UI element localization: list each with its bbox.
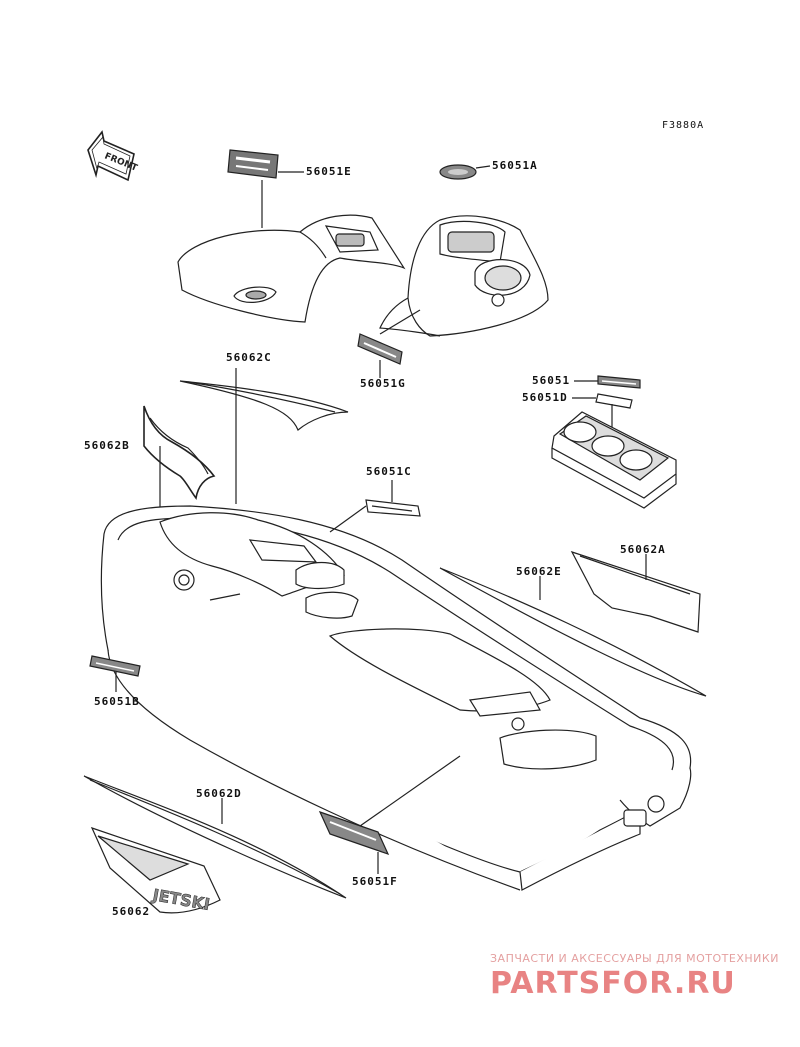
decal-56051b-icon [89,655,141,677]
decal-56062a-icon [570,550,701,633]
hull-leader [209,593,241,601]
label-56051: 56051 [532,374,571,387]
label-56062c: 56062C [226,351,272,364]
decal-56051-icon [597,375,641,389]
label-56051a: 56051A [492,159,538,172]
label-56062d: 56062D [196,787,242,800]
label-56051e: 56051E [306,165,352,178]
label-56051f: 56051F [352,875,398,888]
label-56051d: 56051D [522,391,568,404]
front-arrow-icon [87,130,135,182]
decal-56051f-icon [318,810,390,856]
leader-56051c-hull [329,505,367,533]
decal-56051d-icon [595,393,633,409]
handlebar-cowl [379,215,549,337]
label-56051c: 56051C [366,465,412,478]
stripe-56062d-icon [83,775,347,899]
storage-tray [551,411,677,509]
decal-56062b-icon [143,405,216,500]
decal-56051g-icon [357,333,403,365]
decal-56062-jetski-icon: JETSKI [90,826,221,914]
hood-cover [177,214,406,323]
label-56062a: 56062A [620,543,666,556]
stripe-56062e-icon [439,567,707,697]
decal-56051e-icon [227,149,279,179]
figure-code: F3880A [662,120,705,131]
leader-56051f-up [359,755,461,827]
label-56051g: 56051G [360,377,406,390]
label-56062e: 56062E [516,565,562,578]
watermark-brand: PARTSFOR.RU [490,966,736,999]
leader-56051a [475,165,491,169]
stripe-56062c-icon [179,380,349,431]
watermark-logo: PARTSFOR.RU [490,966,736,999]
watermark-subtitle: ЗАПЧАСТИ И АКСЕССУАРЫ ДЛЯ МОТОТЕХНИКИ [490,952,779,965]
decal-56051c-icon [365,499,421,517]
label-56062b: 56062B [84,439,130,452]
hull-deck [100,505,692,891]
leader-56051g-up [379,309,421,335]
label-56051b: 56051B [94,695,140,708]
decal-56051a-icon [439,164,477,180]
label-56062: 56062 [112,905,151,918]
